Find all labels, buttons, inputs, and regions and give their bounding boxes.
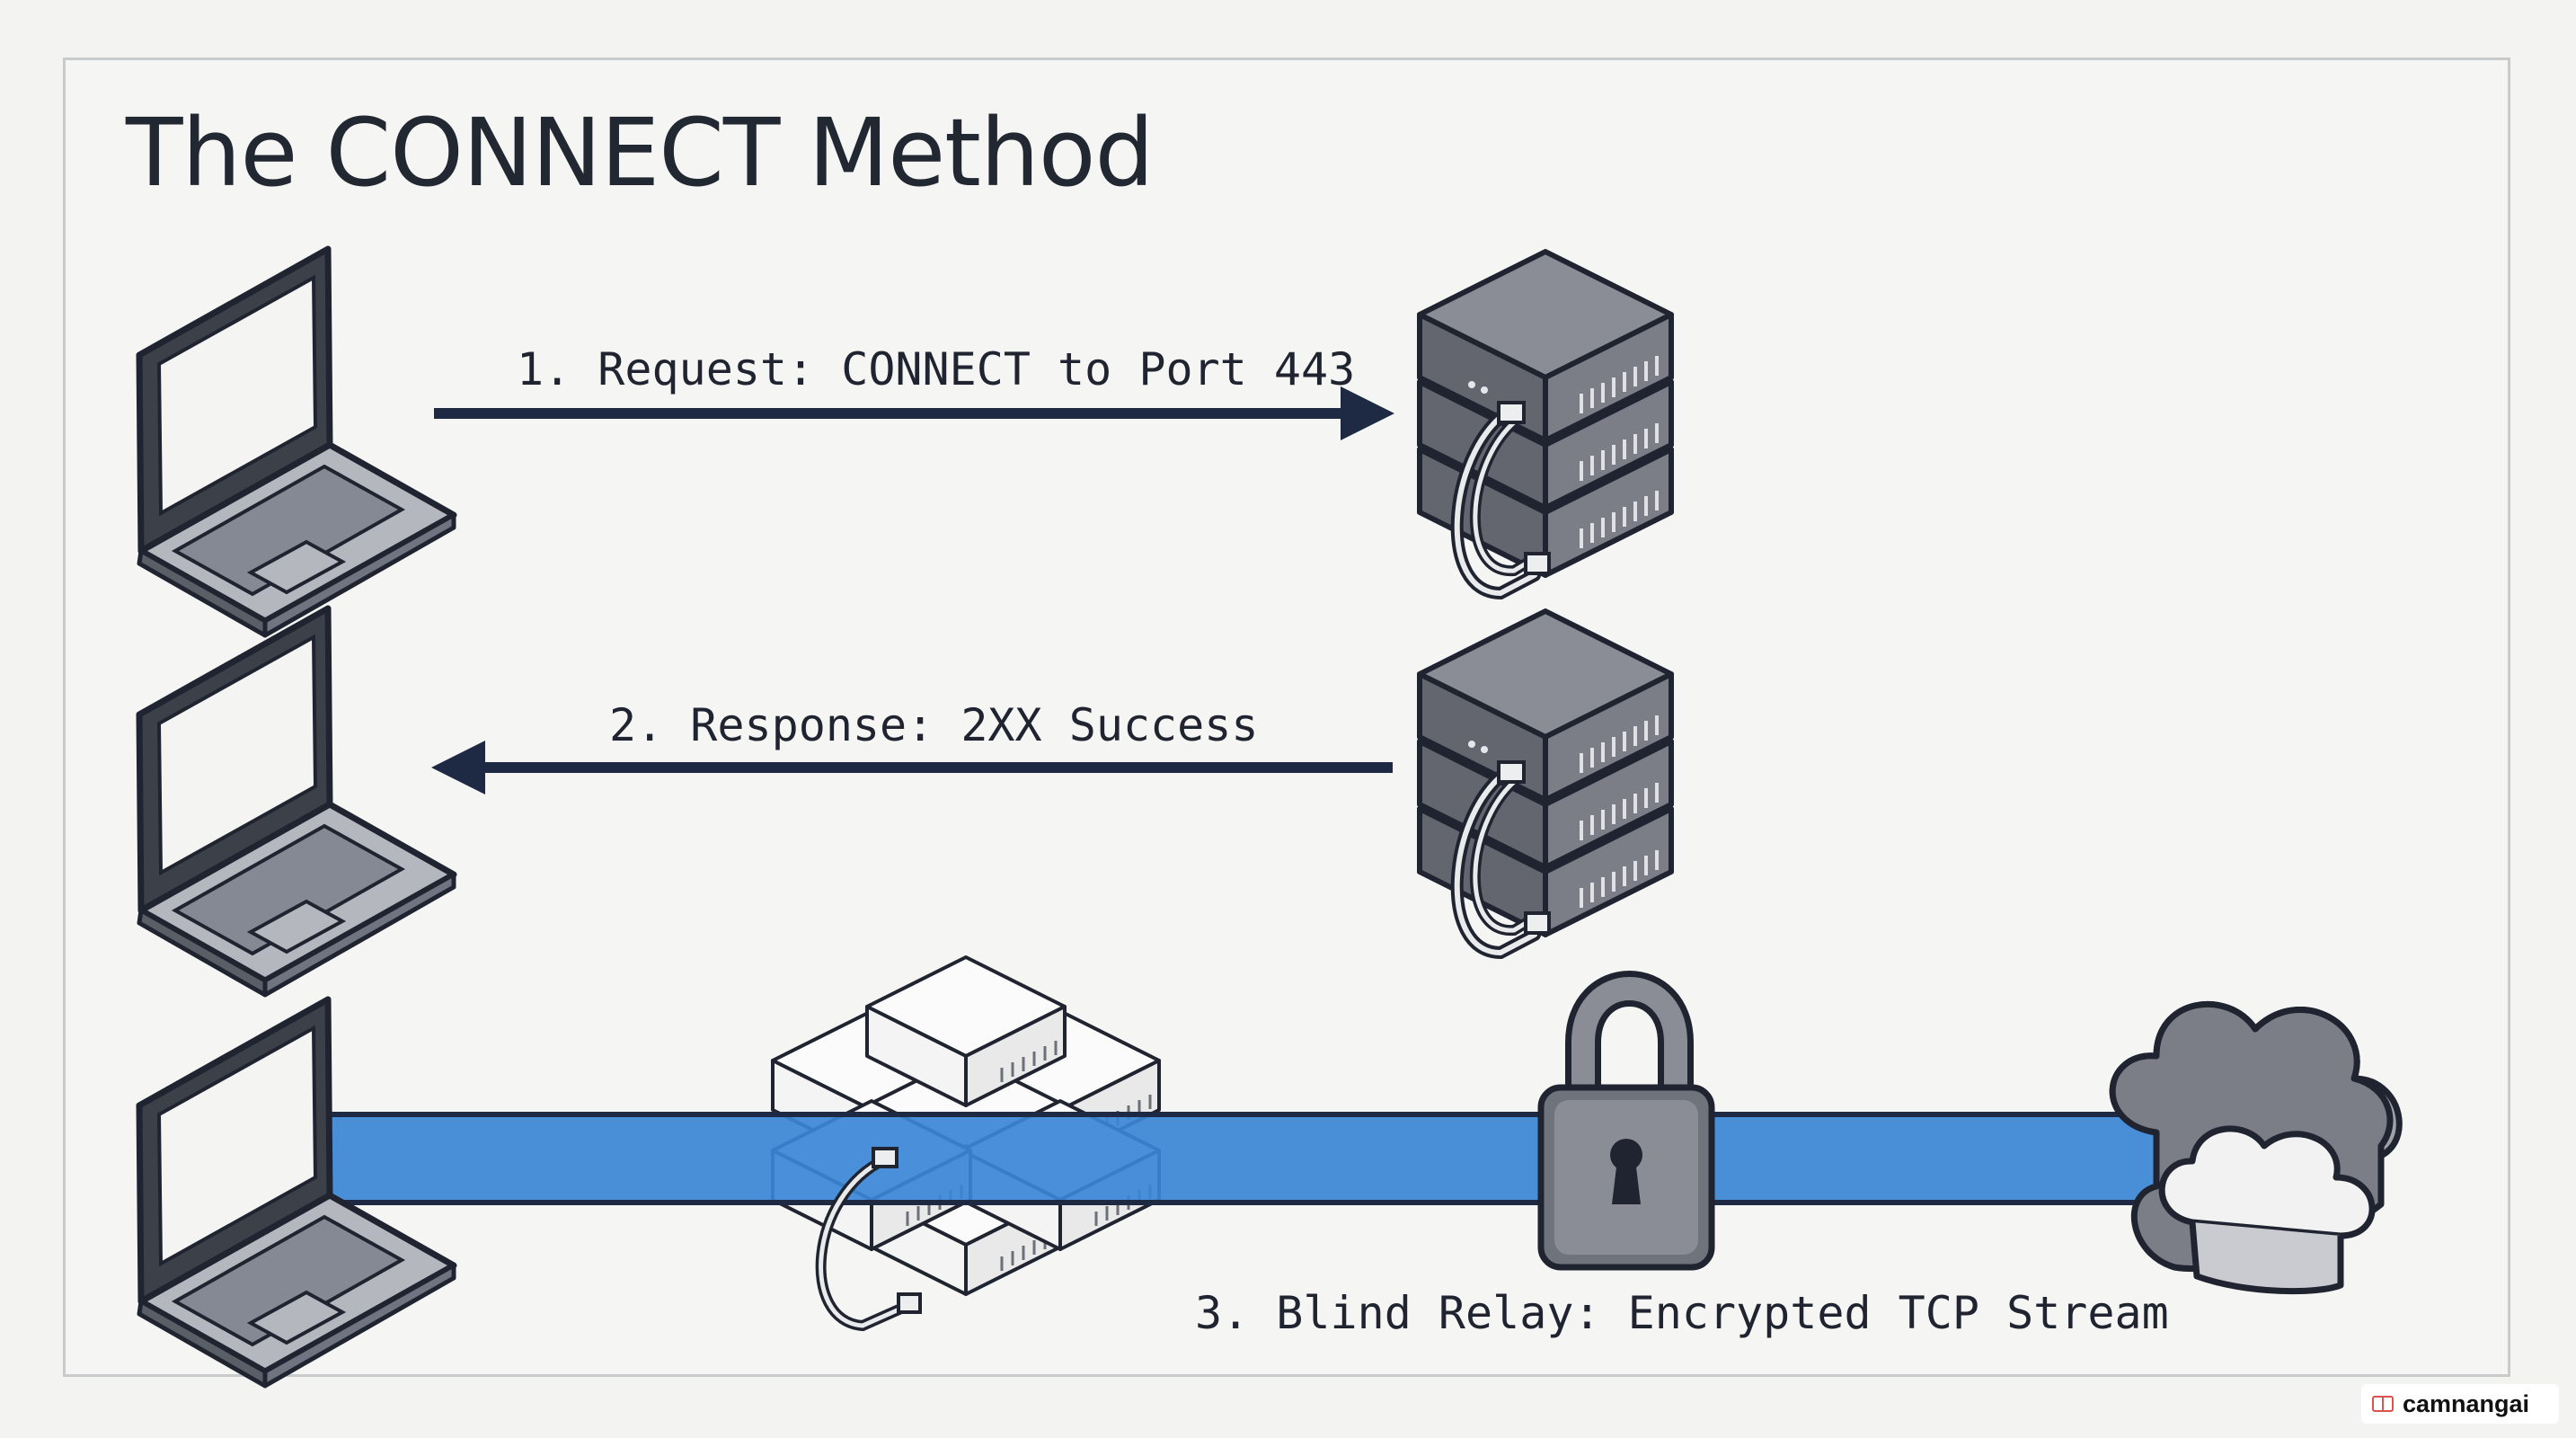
cloud-icon: [2109, 1000, 2403, 1295]
slide-title: The CONNECT Method: [126, 98, 1155, 208]
watermark-badge: camnangai: [2361, 1384, 2559, 1424]
encrypted-tunnel: [321, 1112, 2159, 1205]
proxy-server-icon-1: [1420, 252, 1671, 593]
proxy-server-icon-2: [1420, 611, 1671, 953]
watermark-text: camnangai: [2403, 1389, 2530, 1417]
cluster-cable-icon: [815, 1147, 922, 1332]
padlock-icon: [1537, 971, 1715, 1271]
response-label: 2. Response: 2XX Success: [609, 699, 1258, 751]
book-icon: [2372, 1396, 2394, 1412]
relay-label: 3. Blind Relay: Encrypted TCP Stream: [1195, 1287, 2169, 1339]
client-laptop-icon-2: [139, 608, 454, 995]
request-label: 1. Request: CONNECT to Port 443: [517, 343, 1355, 395]
client-laptop-icon-1: [139, 249, 454, 635]
request-arrowhead-icon: [1341, 386, 1394, 440]
response-arrowhead-icon: [431, 741, 485, 794]
